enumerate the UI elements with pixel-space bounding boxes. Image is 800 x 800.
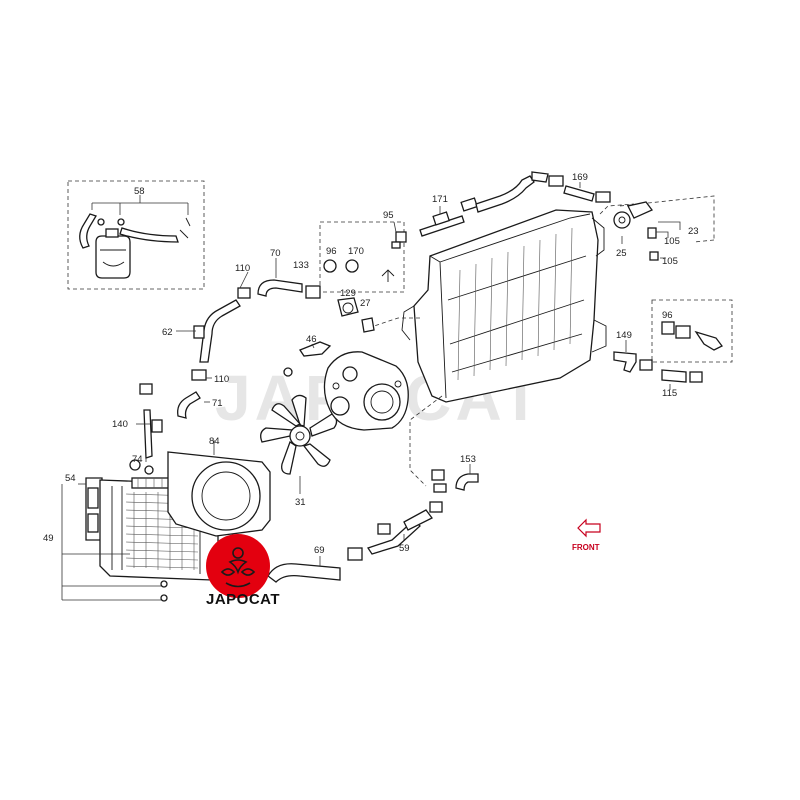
callout-169: 169 [572,172,588,183]
japocat-logo: JAPOCAT [206,534,280,608]
callout-49: 49 [43,533,54,544]
logo-text: JAPOCAT [206,591,280,608]
callout-23: 23 [688,226,699,237]
engine-block [401,209,607,403]
callout-54: 54 [65,473,76,484]
callout-171: 171 [432,194,448,205]
bottom-hose [267,547,363,583]
heater-hoses-upper [391,171,681,261]
callout-27: 27 [360,298,371,309]
callout-59: 59 [399,543,410,554]
callout-96-right: 96 [662,310,673,321]
right-inset-parts [613,321,723,390]
front-label: FRONT [572,543,600,552]
callout-170: 170 [348,246,364,257]
cooling-fan [260,394,338,494]
assembly-guides [319,195,733,487]
logo-ornament [220,547,256,588]
callout-153: 153 [460,454,476,465]
front-arrow [577,518,601,538]
callout-110-upper: 110 [235,263,250,274]
callout-58: 58 [134,186,145,197]
callout-115: 115 [662,388,677,399]
callout-149: 149 [616,330,632,341]
callout-133: 133 [293,260,309,271]
radiator-mount-leaders [61,483,168,602]
callout-31: 31 [295,497,306,508]
callout-105-upper: 105 [664,236,680,247]
callout-84: 84 [209,436,220,447]
callout-25: 25 [616,248,627,259]
callout-46: 46 [306,334,317,345]
callout-labels: 58 70 110 96 170 133 129 27 95 171 169 2… [43,172,699,556]
callout-74: 74 [132,454,143,465]
callout-110-lower: 110 [214,374,229,385]
callout-71: 71 [212,398,223,409]
callout-105-lower: 105 [662,256,678,267]
reservoir-inset [67,180,205,290]
callout-96-left: 96 [326,246,337,257]
lower-radiator-hose [136,369,212,462]
logo-red-disc [206,534,270,598]
callout-129: 129 [340,288,356,299]
callout-69: 69 [314,545,325,556]
water-pump-housing [323,351,409,431]
bypass-pipe [366,464,479,555]
callout-95: 95 [383,210,394,221]
callout-62: 62 [162,327,173,338]
callout-70: 70 [270,248,281,259]
callout-140: 140 [112,419,128,430]
upper-radiator-hose [176,258,395,377]
fan-shroud [167,440,271,537]
